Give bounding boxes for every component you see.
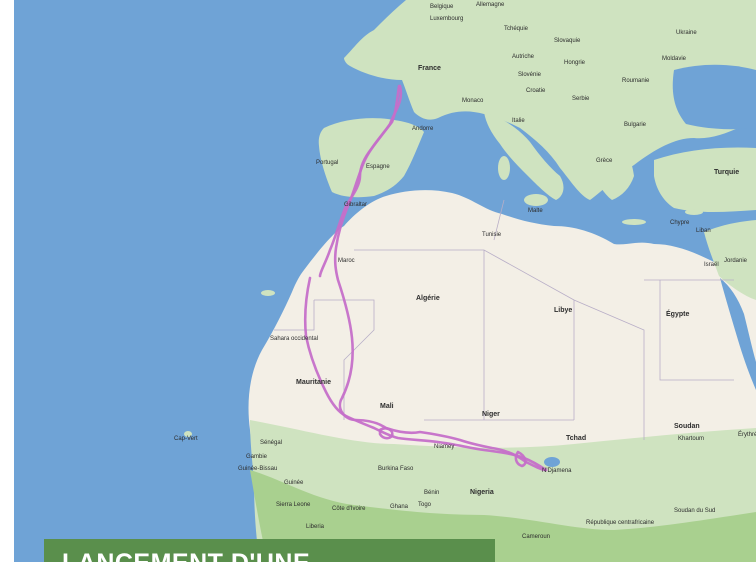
label-malte: Malte xyxy=(528,208,543,214)
label-slovaquie: Slovaquie xyxy=(554,38,581,44)
label-guinee: Guinée xyxy=(284,480,304,486)
label-sierra-leone: Sierra Leone xyxy=(276,502,311,508)
label-grece: Grèce xyxy=(596,158,613,164)
label-france: France xyxy=(418,65,441,72)
label-liban: Liban xyxy=(696,228,711,234)
island-sardinia xyxy=(498,156,510,180)
label-benin: Bénin xyxy=(424,490,439,496)
label-moldavie: Moldavie xyxy=(662,56,687,62)
migration-track-south[interactable] xyxy=(303,276,548,472)
label-allemagne: Allemagne xyxy=(476,2,505,8)
label-soudan-du-sud: Soudan du Sud xyxy=(674,508,715,514)
label-soudan: Soudan xyxy=(674,423,700,430)
label-jordanie: Jordanie xyxy=(724,258,748,264)
label-andorre: Andorre xyxy=(412,126,434,132)
banner-title: LANCEMENT D'UNE xyxy=(62,551,310,562)
europe-land xyxy=(344,0,756,200)
borders xyxy=(274,199,734,440)
label-gambie: Gambie xyxy=(246,454,268,460)
island-crete xyxy=(622,219,646,225)
label-ndjamena: N'Djamena xyxy=(542,468,572,474)
label-hongrie: Hongrie xyxy=(564,60,586,66)
label-roumanie: Roumanie xyxy=(622,78,650,84)
label-monaco: Monaco xyxy=(462,98,484,104)
map-canvas[interactable]: Belgique AllemagneLuxembourgTchéquieSlova… xyxy=(14,0,756,562)
label-niamey: Niamey xyxy=(434,444,454,450)
island-canaries xyxy=(261,290,275,296)
label-serbie: Serbie xyxy=(572,96,590,102)
italy-land xyxy=(484,112,564,200)
label-portugal: Portugal xyxy=(316,160,338,166)
label-slovenie: Slovénie xyxy=(518,72,542,78)
label-liberia: Liberia xyxy=(306,524,325,530)
label-cameroun: Cameroun xyxy=(522,534,550,540)
label-republique-centrafricaine: République centrafricaine xyxy=(586,520,655,526)
label-burkina-faso: Burkina Faso xyxy=(378,466,414,472)
label-maroc: Maroc xyxy=(338,258,355,264)
title-banner: LANCEMENT D'UNE xyxy=(44,539,495,562)
island-cyprus xyxy=(685,209,703,215)
label-chypre: Chypre xyxy=(670,220,690,226)
island-sicily xyxy=(524,194,548,206)
label-ukraine: Ukraine xyxy=(676,30,697,36)
label-erythree: Érythrée xyxy=(738,431,756,438)
iberia-land xyxy=(318,118,424,198)
label-israel: Israël xyxy=(704,262,719,268)
red-sea xyxy=(720,278,756,390)
label-ghana: Ghana xyxy=(390,504,409,510)
migration-track-west[interactable] xyxy=(333,84,548,472)
label-gibraltar: Gibraltar xyxy=(344,202,367,208)
label-algerie: Algérie xyxy=(416,295,440,302)
black-sea xyxy=(672,64,756,130)
label-libye: Libye xyxy=(554,307,572,314)
label-tchad: Tchad xyxy=(566,435,586,442)
label-espagne: Espagne xyxy=(366,164,390,170)
map-labels: Belgique AllemagneLuxembourgTchéquieSlova… xyxy=(174,2,756,540)
balkans-land xyxy=(554,120,634,200)
label-cap-vert: Cap-Vert xyxy=(174,436,198,442)
label-togo: Togo xyxy=(418,502,432,508)
label-nigeria: Nigeria xyxy=(470,489,494,496)
label-tcheque: Tchéquie xyxy=(504,26,529,32)
label-mali: Mali xyxy=(380,403,394,410)
label-tunisie: Tunisie xyxy=(482,232,502,238)
label-turquie: Turquie xyxy=(714,169,739,176)
lake-chad xyxy=(544,457,560,467)
label-guinee-bissau: Guinée-Bissau xyxy=(238,466,277,472)
label-belgique: Belgique xyxy=(430,4,454,10)
migration-track-loop[interactable] xyxy=(378,427,527,468)
label-italie: Italie xyxy=(512,118,525,124)
label-croatie: Croatie xyxy=(526,88,546,94)
label-niger: Niger xyxy=(482,411,500,418)
label-sahara-occidental: Sahara occidental xyxy=(270,336,318,342)
levant-land xyxy=(704,220,756,300)
label-autriche: Autriche xyxy=(512,54,535,60)
label-luxembourg: Luxembourg xyxy=(430,16,463,22)
label-senegal: Sénégal xyxy=(260,440,282,446)
label-khartoum: Khartoum xyxy=(678,436,704,442)
island-cape-verde xyxy=(184,431,192,437)
label-egypte: Égypte xyxy=(666,309,689,318)
turkey-land xyxy=(654,147,756,212)
label-bulgarie: Bulgarie xyxy=(624,122,647,128)
label-cote-divoire: Côte d'Ivoire xyxy=(332,506,366,512)
label-mauritanie: Mauritanie xyxy=(296,379,331,386)
